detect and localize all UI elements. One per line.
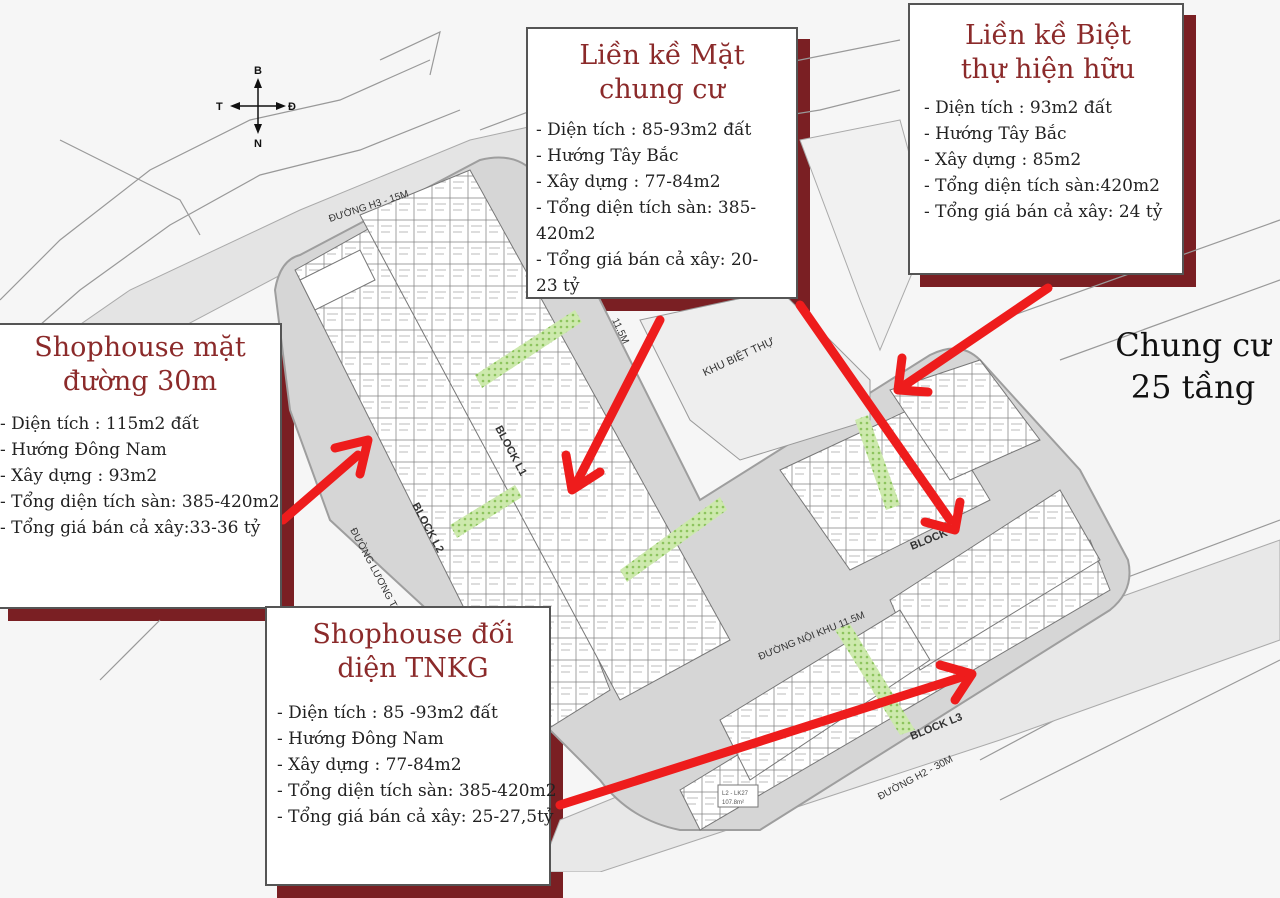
detail-item: - Diện tích : 85-93m2 đất [536,119,752,140]
detail-item: - Xây dựng : 77-84m2 [536,171,721,192]
detail-item: 23 tỷ [536,275,580,296]
svg-text:L2 - LK27: L2 - LK27 [722,791,749,797]
arrow-lien-ke-biet-thu-b [893,283,1053,397]
card-lien-ke-mat-chung-cu: Liền kề Mặt chung cư - Diện tích : 85-93… [526,27,810,311]
card-details: - Diện tích : 115m2 đất - Hướng Đông Nam… [0,411,280,541]
khu-biet-thu-zone: KHU BIỆT THỰ [639,119,931,461]
detail-item: - Xây dựng : 93m2 [0,465,158,486]
card-title: Shophouse đối diện TNKG [312,619,514,684]
detail-item: - Tổng giá bán cả xây: 25-27,5tỷ [277,806,554,827]
card-lien-ke-biet-thu: Liền kề Biệt thự hiện hữu - Diện tích : … [908,3,1196,287]
arrow-shophouse-30m [278,435,373,525]
compass-east: Đ [288,101,296,113]
card-title: Liền kề Biệt thự hiện hữu [960,20,1136,85]
detail-item: - Tổng giá bán cả xây: 20- [536,249,759,270]
arrow-lien-ke-biet-thu-a [795,300,965,535]
card-title: Shophouse mặt đường 30m [34,332,246,397]
compass-rose: B N T Đ [216,65,296,150]
card-details: - Diện tích : 93m2 đất - Hướng Tây Bắc -… [924,95,1172,225]
compass-south: N [254,138,262,150]
arrow-shophouse-tnkg [555,660,977,810]
detail-item: - Tổng diện tích sàn: 385-420m2 [0,491,280,512]
detail-item: - Hướng Tây Bắc [536,145,679,166]
detail-item: - Tổng giá bán cả xây:33-36 tỷ [0,517,261,538]
card-details: - Diện tích : 85 -93m2 đất - Hướng Đông … [277,700,557,830]
detail-item: - Hướng Tây Bắc [924,123,1067,144]
detail-item: - Hướng Đông Nam [277,728,444,749]
detail-item: - Tổng diện tích sàn: 385-420m2 [277,780,557,801]
chung-cu-25-tang-label: Chung cư 25 tầng [1115,326,1271,406]
detail-item: - Diện tích : 85 -93m2 đất [277,702,498,723]
card-shophouse-duong-30m: Shophouse mặt đường 30m - Diện tích : 11… [0,323,294,621]
detail-item: - Diện tích : 93m2 đất [924,97,1113,118]
compass-north: B [254,65,262,77]
detail-item: - Tổng giá bán cả xây: 24 tỷ [924,201,1163,222]
compass-west: T [216,101,223,113]
red-arrows [278,283,1053,810]
detail-item: 420m2 [536,223,596,244]
lot-l2-lk27: L2 - LK27 107.8m² [717,784,759,808]
detail-item: - Tổng diện tích sàn:420m2 [924,175,1160,196]
detail-item: - Xây dựng : 85m2 [924,149,1082,170]
detail-item: - Xây dựng : 77-84m2 [277,754,462,775]
svg-text:107.8m²: 107.8m² [722,800,744,806]
card-title: Liền kề Mặt chung cư [579,40,745,105]
card-shophouse-tnkg: Shophouse đối diện TNKG - Diện tích : 85… [265,606,563,898]
detail-item: - Hướng Đông Nam [0,439,167,460]
arrow-lien-ke-chung-cu [561,315,665,495]
detail-item: - Diện tích : 115m2 đất [0,413,199,434]
card-details: - Diện tích : 85-93m2 đất - Hướng Tây Bắ… [536,117,788,299]
detail-item: - Tổng diện tích sàn: 385- [536,197,757,218]
greenways [450,310,915,735]
